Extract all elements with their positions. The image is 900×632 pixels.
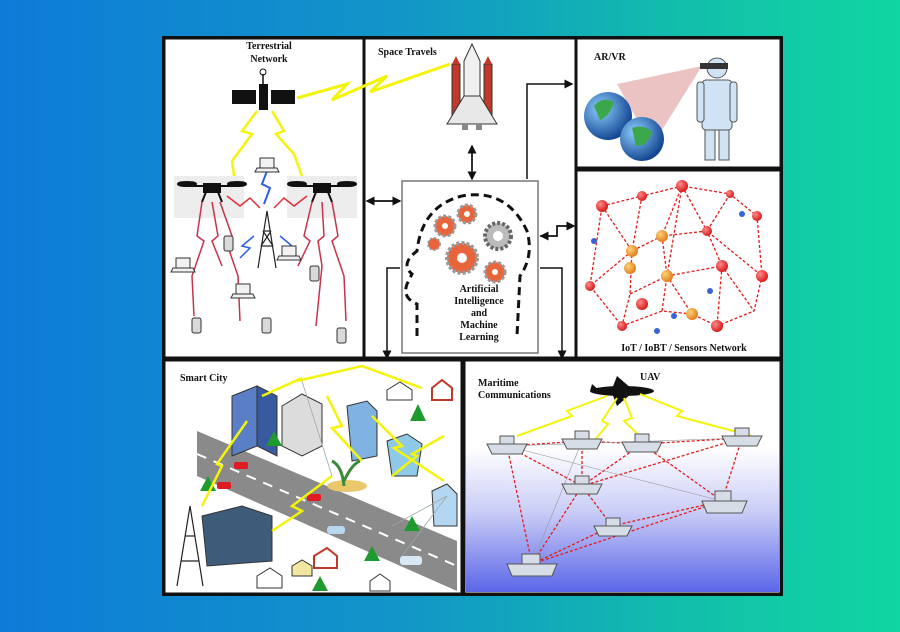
cell-tower-icon	[176, 505, 204, 587]
terrestrial-title-line1: Terrestrial	[246, 41, 292, 52]
sat-to-shuttle-link	[296, 62, 451, 102]
diagram-canvas: Terrestrial Network	[162, 36, 783, 596]
space-travels-panel: Space Travels	[378, 42, 498, 130]
uav-label: UAV	[640, 372, 661, 383]
space-travels-title: Space Travels	[378, 47, 437, 58]
drone-right-icon	[287, 181, 357, 203]
car-icon	[217, 462, 422, 565]
ar-vr-title: AR/VR	[594, 52, 626, 63]
ai-ml-panel: Artificial Intelligence and Machine Lear…	[401, 180, 539, 354]
ship-icon	[486, 427, 763, 577]
smart-city-panel: Smart City	[176, 364, 458, 592]
ai-label-line4: Machine	[460, 320, 498, 331]
panel-borders	[162, 36, 783, 596]
uav-plane-icon	[590, 376, 654, 406]
iot-network-panel: IoT / IoBT / Sensors Network	[585, 180, 768, 354]
road	[197, 431, 457, 591]
terrestrial-network-panel: Terrestrial Network	[170, 41, 451, 344]
terrestrial-title-line2: Network	[250, 54, 288, 65]
space-shuttle-icon	[446, 42, 498, 130]
tree-icon	[200, 404, 426, 591]
cell-tower-icon	[257, 210, 277, 269]
head-outline	[404, 193, 531, 337]
network-node-icon	[585, 180, 768, 334]
gear-icon	[427, 203, 513, 284]
maritime-title-line1: Maritime	[478, 378, 519, 389]
ai-label-line1: Artificial	[460, 284, 499, 295]
ai-label-line3: and	[471, 308, 488, 319]
person-vr-icon	[696, 57, 738, 161]
phone-icon	[191, 235, 347, 344]
island-icon	[327, 480, 367, 492]
house-icon	[256, 378, 453, 592]
maritime-panel: Maritime Communications UAV	[466, 372, 779, 592]
laptop-icon	[170, 157, 302, 299]
smart-city-title: Smart City	[180, 373, 228, 384]
connection-arrows	[365, 79, 576, 360]
satellite-icon	[232, 68, 295, 110]
ai-label-line5: Learning	[459, 332, 498, 343]
iot-title: IoT / IoBT / Sensors Network	[621, 343, 747, 354]
maritime-title-line2: Communications	[478, 390, 551, 401]
ai-label-line2: Intelligence	[454, 296, 504, 307]
ar-vr-panel: AR/VR	[584, 52, 738, 161]
drone-left-icon	[177, 181, 247, 203]
vr-view-beam	[617, 66, 702, 146]
globe-icon	[584, 92, 664, 161]
